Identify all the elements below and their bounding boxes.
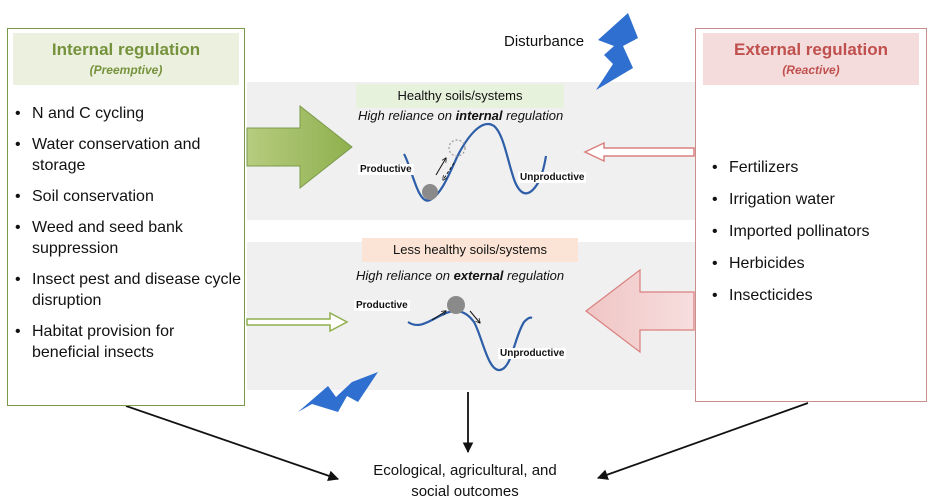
less-healthy-system-label: Less healthy soils/systems [362, 238, 578, 262]
internal-regulation-header: Internal regulation (Preemptive) [13, 33, 239, 85]
internal-small-arrow [246, 311, 349, 333]
external-small-arrow [583, 141, 695, 163]
healthy-ball-displaced [448, 139, 466, 157]
healthy-stability-curve [403, 123, 548, 202]
outcome-arrow-right [596, 402, 809, 480]
list-item: N and C cycling [11, 103, 243, 124]
less-healthy-productive-label: Productive [354, 300, 410, 311]
outcome-arrow-left [125, 405, 340, 481]
healthy-reliance-text: High reliance on internal regulation [358, 108, 564, 123]
list-item: Herbicides [708, 253, 922, 274]
lightning-bottom-icon [298, 372, 378, 412]
healthy-system-label: Healthy soils/systems [356, 84, 564, 108]
list-item: Water conservation and storage [11, 134, 243, 176]
healthy-productive-label: Productive [358, 164, 414, 175]
list-item: Soil conservation [11, 186, 243, 207]
less-healthy-unproductive-label: Unproductive [498, 348, 567, 359]
external-regulation-header: External regulation (Reactive) [703, 33, 919, 85]
list-item: Fertilizers [708, 157, 922, 178]
external-regulation-list: Fertilizers Irrigation water Imported po… [708, 157, 922, 317]
internal-regulation-subtitle: (Preemptive) [89, 63, 163, 77]
list-item: Insecticides [708, 285, 922, 306]
less-healthy-reliance-text: High reliance on external regulation [356, 268, 565, 283]
lightning-top-icon [596, 13, 638, 90]
external-regulation-title: External regulation [734, 40, 888, 59]
list-item: Imported pollinators [708, 221, 922, 242]
external-big-arrow [585, 268, 695, 354]
less-healthy-ball [447, 296, 465, 314]
healthy-unproductive-label: Unproductive [518, 172, 587, 183]
list-item: Insect pest and disease cycle disruption [11, 269, 243, 311]
external-regulation-panel: External regulation (Reactive) Fertilize… [695, 28, 927, 402]
internal-regulation-title: Internal regulation [51, 40, 201, 59]
list-item: Irrigation water [708, 189, 922, 210]
internal-big-arrow [246, 104, 353, 190]
list-item: Habitat provision for beneficial insects [11, 321, 243, 363]
external-regulation-subtitle: (Reactive) [782, 63, 840, 77]
internal-regulation-panel: Internal regulation (Preemptive) N and C… [7, 28, 245, 406]
outcomes-line-1: Ecological, agricultural, and [373, 462, 557, 479]
outcomes-label: Ecological, agricultural, and social out… [340, 460, 590, 502]
outcomes-line-2: social outcomes [411, 483, 519, 500]
less-healthy-stability-curve [407, 309, 533, 372]
list-item: Weed and seed bank suppression [11, 217, 243, 259]
disturbance-label: Disturbance [504, 33, 585, 50]
internal-regulation-list: N and C cycling Water conservation and s… [11, 103, 243, 373]
healthy-ball [422, 184, 438, 200]
